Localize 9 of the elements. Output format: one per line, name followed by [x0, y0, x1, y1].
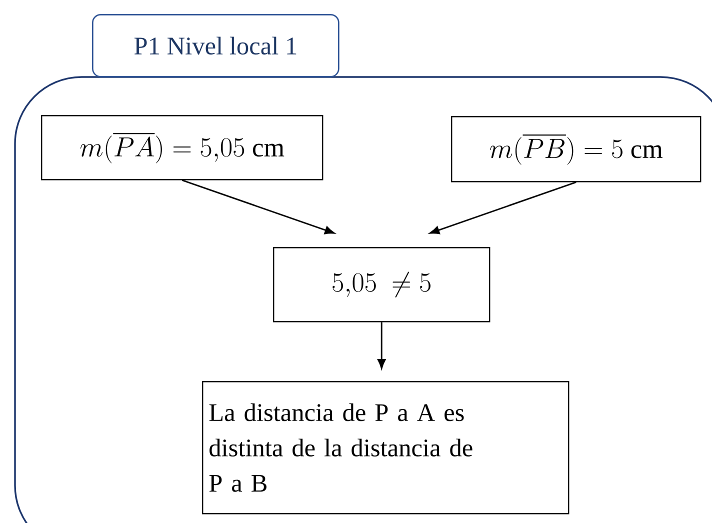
- tab-label: P1 Nivel local 1: [92, 14, 340, 78]
- arrow: [430, 182, 576, 234]
- panel: [14, 76, 712, 523]
- text-box: La distancia de P a A es distinta de la distancia de P a B: [202, 380, 570, 514]
- formula-box: $m(\overline{PA}) = 5{,}05\ \mathrm{cm}$: [41, 115, 324, 180]
- arrow: [182, 180, 335, 234]
- arrow: [378, 322, 386, 369]
- formula-box: $m(\overline{PB}) = 5\ \mathrm{cm}$: [451, 116, 702, 182]
- formula-box: $5{,}05\ \neq 5$: [273, 247, 490, 322]
